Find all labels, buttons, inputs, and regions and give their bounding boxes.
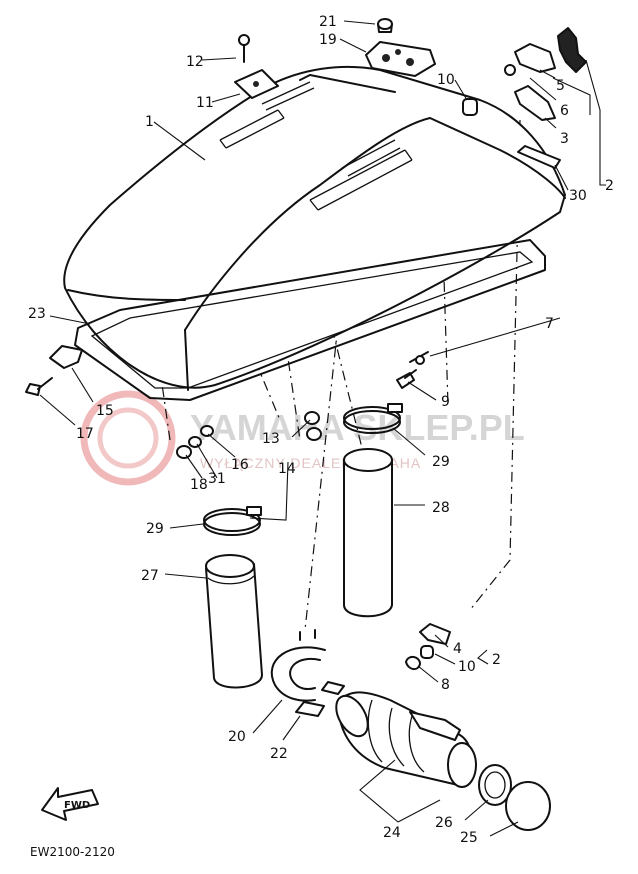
part-end-cap [505,781,551,831]
part-o-ring [478,764,512,806]
part-u-bracket [270,629,326,702]
part-air-duct-left [205,554,263,689]
label-5: 5 [556,78,565,94]
diagram-code: EW2100-2120 [30,845,115,859]
label-15: 15 [96,403,114,419]
part-seal-gasket [74,239,546,401]
label-16: 16 [231,457,249,473]
part-stay [234,69,279,99]
part-hook-bolt [396,351,429,389]
part-small-fasteners [176,411,322,459]
part-hinge-bracket [49,345,83,369]
part-lower-latch [405,623,451,670]
label-2-lower: 2 [492,652,501,668]
label-24: 24 [383,825,401,841]
label-27: 27 [141,568,159,584]
part-spacer-upper [462,98,478,116]
label-6: 6 [560,103,569,119]
label-25: 25 [460,830,478,846]
part-number-labels: 1 12 11 21 19 10 5 6 3 2 30 7 9 23 15 17… [28,14,614,846]
label-10-upper: 10 [437,72,455,88]
leader-lines [39,20,606,837]
label-7: 7 [545,316,554,332]
part-latch-hook [504,27,587,121]
label-17: 17 [76,426,94,442]
watermark: YAMAHA SKLEP.PL WYŁĄCZNY DEALER YAMAHA [80,390,525,486]
part-hinge-bolt [25,377,53,396]
label-2-upper: 2 [605,178,614,194]
part-air-duct-right [343,448,393,618]
watermark-logo [80,390,176,486]
fwd-label: FWD [64,800,90,811]
label-8: 8 [441,677,450,693]
label-13: 13 [262,431,280,447]
label-12: 12 [186,54,204,70]
label-4: 4 [453,641,462,657]
label-30: 30 [569,188,587,204]
part-grommet-top [377,18,393,33]
label-26: 26 [435,815,453,831]
part-rubber-pad [517,145,561,169]
fwd-arrow-icon: FWD [41,787,99,821]
part-intake-hose [335,691,477,788]
label-10-lower: 10 [458,659,476,675]
label-29-left: 29 [146,521,164,537]
label-23: 23 [28,306,46,322]
label-14: 14 [278,461,296,477]
label-31: 31 [208,471,226,487]
label-21: 21 [319,14,337,30]
part-bolt-top [238,34,250,63]
part-plate [365,41,436,77]
label-20: 20 [228,729,246,745]
label-11: 11 [196,95,214,111]
label-18: 18 [190,477,208,493]
label-3: 3 [560,131,569,147]
label-22: 22 [270,746,288,762]
part-clamp-right [343,403,403,434]
label-29-right: 29 [432,454,450,470]
label-19: 19 [319,32,337,48]
label-9: 9 [441,394,450,410]
part-plate-small [295,681,345,717]
label-1: 1 [145,114,154,130]
part-clamp-left [203,506,262,536]
label-28: 28 [432,500,450,516]
